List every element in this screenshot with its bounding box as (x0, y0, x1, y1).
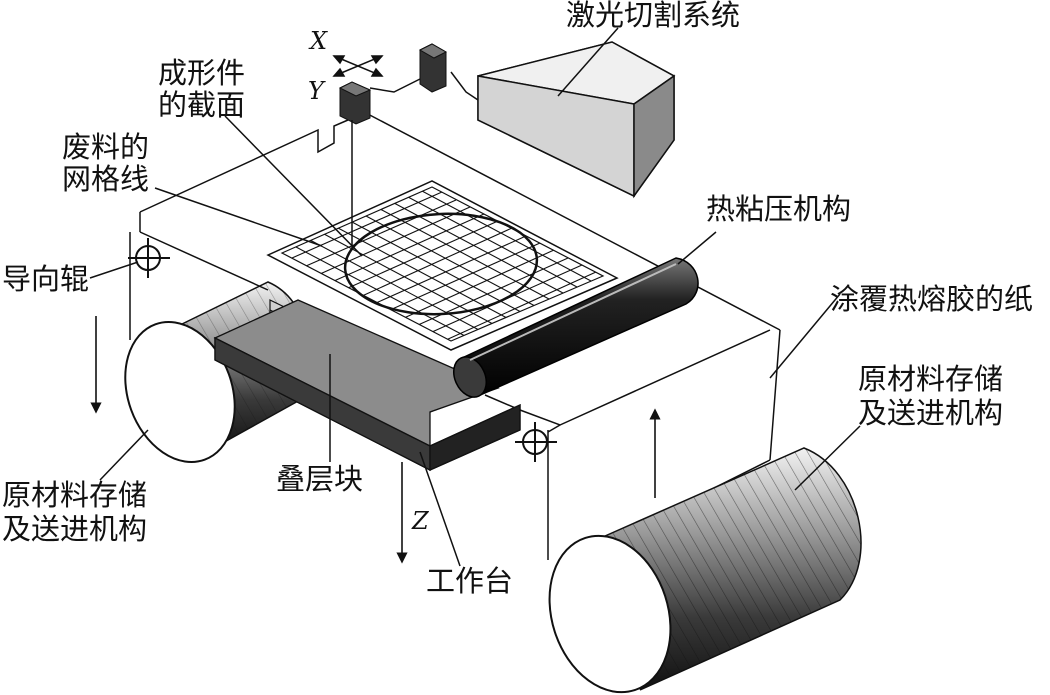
hot-press-roller (453, 257, 699, 398)
label-hot-press: 热粘压机构 (706, 192, 852, 226)
part-cross-section (343, 212, 539, 316)
leader-lines (89, 27, 861, 567)
paper-sheet (129, 111, 781, 560)
axis-label-x: X (310, 27, 328, 55)
guide-roller-markers (128, 238, 557, 462)
label-material-feed-left-line1: 原材料存储 (2, 478, 148, 512)
mirror-blocks (338, 43, 448, 125)
axis-label-z: Z (412, 507, 429, 535)
label-material-feed-right-line1: 原材料存储 (858, 362, 1004, 396)
label-formed-part-section-line2: 的截面 (158, 88, 246, 122)
worktable-shape (213, 299, 521, 472)
label-material-feed-left-line2: 及送进机构 (2, 512, 148, 546)
laser-box (477, 41, 676, 199)
label-waste-grid-line1: 废料的 (62, 130, 150, 164)
label-guide-roller: 导向辊 (2, 262, 90, 296)
label-coated-paper: 涂覆热熔胶的纸 (830, 282, 1034, 316)
direction-arrows (90, 316, 661, 564)
optics-path (369, 71, 479, 101)
label-worktable: 工作台 (426, 564, 514, 598)
top-sheet (266, 180, 619, 351)
label-laminated-block: 叠层块 (276, 462, 364, 496)
xy-axis-arrows (332, 55, 384, 77)
label-formed-part-section-line1: 成形件 (158, 56, 246, 90)
axis-label-y: Y (308, 77, 324, 105)
label-waste-grid-line2: 网格线 (62, 162, 150, 196)
label-material-feed-right-line2: 及送进机构 (858, 396, 1004, 430)
label-laser-system: 激光切割系统 (566, 0, 741, 32)
right-paper-roll (548, 447, 862, 694)
